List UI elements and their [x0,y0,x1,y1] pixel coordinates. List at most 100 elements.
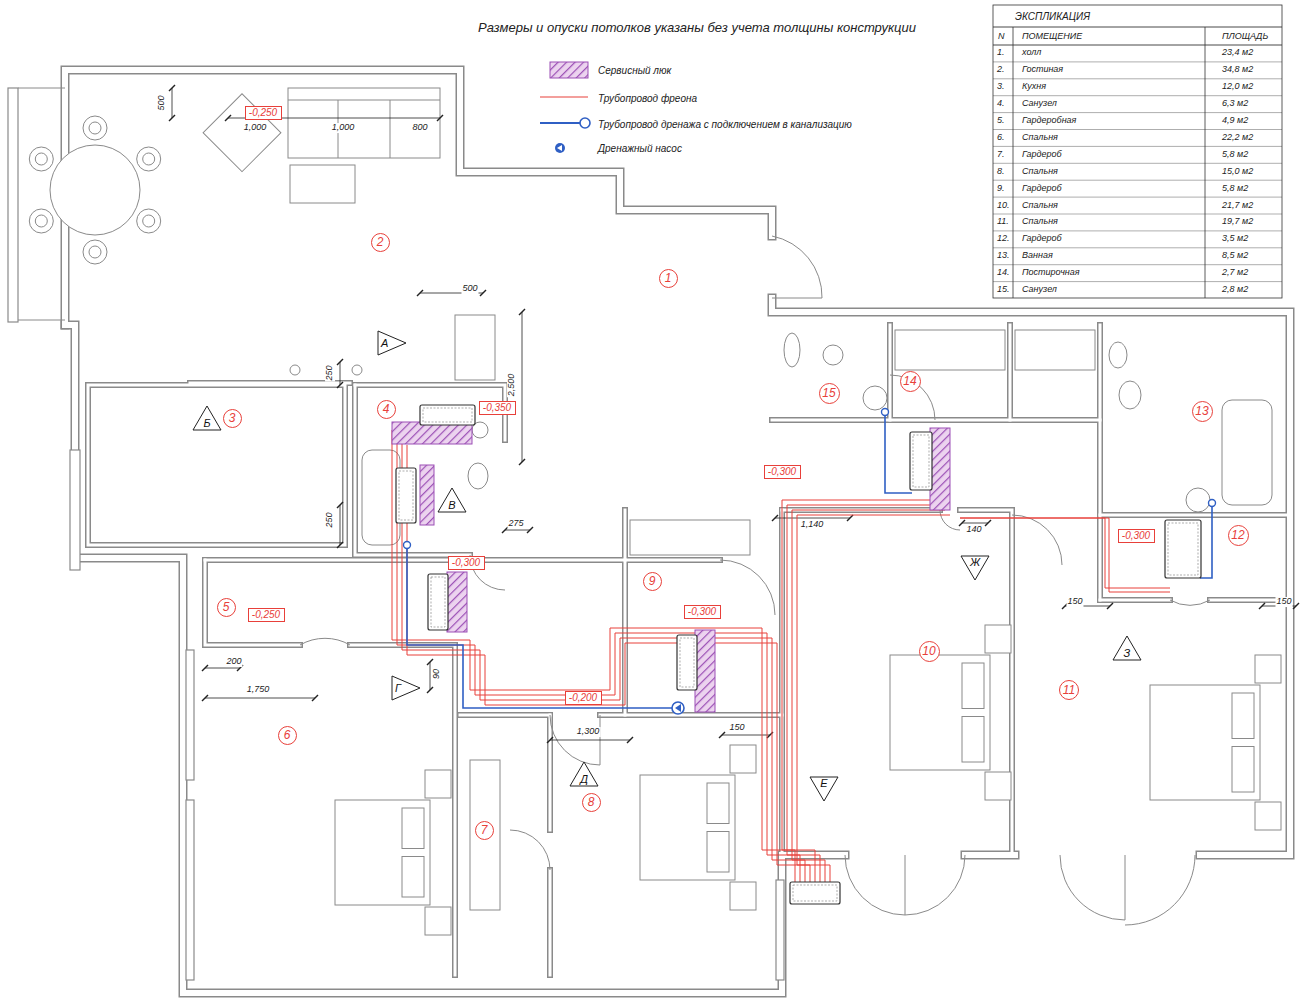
bidet [1109,342,1127,368]
section-marker-text: Б [203,418,210,429]
hvac-unit [910,432,932,490]
explication-table [993,5,1282,298]
hvac-unit [677,635,697,690]
section-marker-text: З [1124,648,1131,659]
bed [640,775,735,880]
table-cell: 10. [997,201,1010,211]
sheet-title: Размеры и опуски потолков указаны без уч… [478,21,916,35]
wardrobe [1015,330,1095,370]
table-rule [993,78,1282,79]
table-rule [993,27,1282,28]
room-number: 2 [371,233,390,252]
dimension-text: 275 [507,519,524,529]
inner-wall-core [1100,514,1290,517]
dimension-tick [312,695,318,701]
bed [335,800,430,905]
dimension-line [522,312,523,462]
room-number: 15 [819,383,840,404]
table-cell: 15. [997,285,1010,295]
table-rule [993,163,1282,164]
inner-wall [205,560,300,645]
legend-text: Дренажный насос [598,143,682,154]
door-swing [1060,855,1125,920]
room-number: 13 [1192,401,1213,422]
dimension-tick [1107,603,1113,609]
dimension-tick [985,520,991,526]
room-number-text: 15 [822,387,835,399]
ceiling-level-tag-text: -0,300 [452,558,480,568]
table-rule [993,264,1282,265]
table-cell: 4,9 м2 [1222,116,1248,126]
ceiling-level-tag-text: -0,200 [569,693,597,703]
section-triangle-outline [1113,636,1141,660]
room-number-text: 6 [284,729,291,741]
section-marker-text: Д [580,774,588,785]
table-cell: 13. [997,251,1010,261]
outer-wall [65,325,845,993]
door-swing [300,638,350,645]
door-swing [940,510,960,530]
room-number: 6 [278,726,297,745]
pillow [1232,747,1254,793]
dimension-line [205,668,240,669]
inner-wall [460,712,550,718]
inner-wall-core [205,560,300,645]
table-cell: 14. [997,268,1010,278]
room-number-text: 7 [481,824,488,836]
piping [392,409,1216,898]
nightstand [730,882,756,910]
room-number: 7 [475,821,494,840]
room-number: 9 [643,572,662,591]
table-cell: ПЛОЩАДЬ [1222,32,1268,42]
table-rule [993,180,1282,181]
armchair [203,94,281,172]
chair [29,209,53,233]
wardrobe [630,520,750,555]
legend-pump-sample [555,143,565,153]
door-swing [720,560,775,615]
table-rule [993,247,1282,248]
dimension-line [430,662,431,690]
dimension-text: 500 [461,284,478,294]
table-cell: 6,3 м2 [1222,99,1248,109]
legend-samples [540,62,590,153]
dimension-tick [437,115,443,121]
section-marker-text: Г [395,683,401,694]
hvac-unit [790,882,840,904]
nightstand [1255,802,1281,830]
room-number-text: 12 [1231,529,1244,541]
section-marker: Г [391,675,421,701]
dimension-line [722,735,770,736]
room-number-text: 5 [223,601,230,613]
section-marker-text: Ж [970,557,980,568]
inner-wall-core [625,559,720,562]
hvac-units [396,405,1201,904]
inner-wall [1097,325,1103,600]
room-number: 1 [659,269,678,288]
table-cell: Гардероб [1022,150,1062,160]
hvac-unit-grille [1168,523,1198,575]
table-rule [993,61,1282,62]
inner-wall [772,417,1100,423]
table-cell: 15,0 м2 [1222,167,1253,177]
table-cell: Ванная [1022,251,1053,261]
bed [1150,685,1260,800]
table-cell: 2,7 м2 [1222,268,1248,278]
freon-pipe [960,518,1170,588]
hvac-unit [420,405,475,425]
dimension-tick [337,502,343,508]
table-cell: 1. [997,48,1005,58]
section-triangle-outline [438,488,466,512]
sink [1186,488,1210,512]
windows [8,88,784,980]
table-cell: 12. [997,234,1010,244]
window [186,800,194,980]
table-cell: N [998,32,1005,42]
table-cell: 22,2 м2 [1222,133,1253,143]
coffee-table [290,165,355,203]
table-cell: Спальня [1022,201,1058,211]
room-number-text: 4 [383,403,390,415]
service-hatch [420,465,434,525]
pillow [962,663,984,709]
